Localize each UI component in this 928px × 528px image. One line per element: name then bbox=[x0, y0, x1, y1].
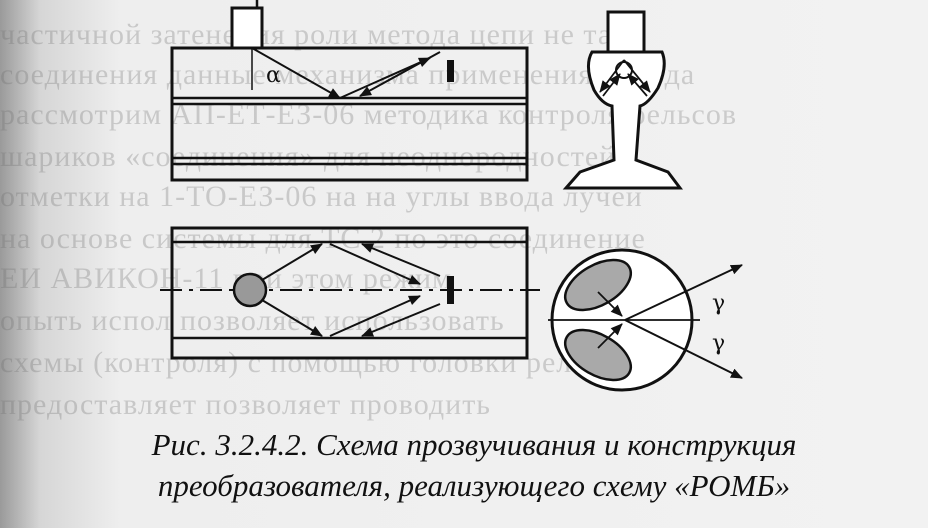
bleed-line-10: предоставляет позволяет проводить bbox=[0, 388, 491, 421]
figure-caption-line-2: преобразователя, реализующего схему «РОМ… bbox=[157, 468, 791, 503]
bleed-line-4: шариков «соединения» для неоднородностей bbox=[0, 140, 617, 173]
bleed-line-5: отметки на 1-ТО-ЕЗ-06 на на углы ввода л… bbox=[0, 180, 643, 213]
bleed-line-8: опыть испол позволяет использовать bbox=[0, 304, 505, 337]
rail-profile bbox=[562, 50, 683, 190]
defect-marker-1 bbox=[447, 60, 454, 82]
top-view-scheme bbox=[160, 226, 540, 360]
alpha-label: α bbox=[266, 63, 281, 88]
rhomb-transducer-face: γ γ bbox=[548, 248, 743, 392]
ray-upper bbox=[624, 264, 743, 321]
top-view-outline bbox=[170, 226, 529, 360]
gamma-label-lower: γ bbox=[712, 331, 725, 356]
bleed-line-9: схемы (контроля) с помощью головки рельс… bbox=[0, 346, 616, 379]
transducer-circle bbox=[232, 272, 268, 308]
transducer-block bbox=[230, 6, 264, 50]
defect-marker-2 bbox=[447, 276, 454, 304]
probe-housing bbox=[606, 10, 646, 54]
beam-return bbox=[359, 51, 441, 97]
side-view-scheme: α bbox=[170, 0, 529, 182]
beam-down bbox=[251, 47, 341, 99]
gamma-label-upper: γ bbox=[712, 291, 725, 316]
ray-lower bbox=[624, 319, 743, 379]
bleed-line-1: частичной затенения роли метода цепи не … bbox=[0, 18, 642, 51]
rail-block-outline bbox=[170, 46, 529, 182]
bleed-line-2: соединения данные механизма применения м… bbox=[0, 58, 696, 91]
rail-cross-section bbox=[562, 10, 683, 190]
figure-caption-line-1: Рис. 3.2.4.2. Схема прозвучивания и конс… bbox=[151, 427, 797, 462]
